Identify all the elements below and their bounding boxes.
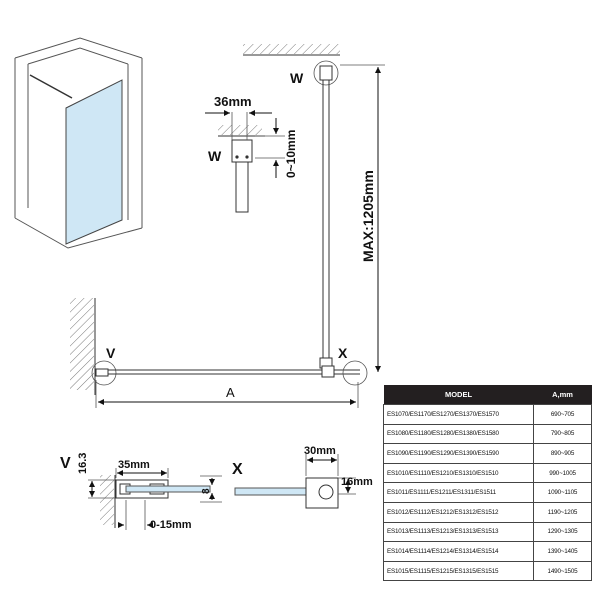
- room-floor-front: [14, 217, 143, 249]
- v-wall-hatch: [100, 475, 114, 525]
- a-value-cell: 1090~1105: [533, 482, 592, 503]
- dim-16-3: 16.3: [77, 453, 89, 474]
- dim-35mm: 35mm: [118, 459, 150, 471]
- a-value-cell: 990~1005: [533, 462, 592, 484]
- header-model: MODEL: [383, 385, 534, 405]
- support-arm-iso: [29, 74, 73, 99]
- v-glass: [125, 485, 211, 493]
- left-wall-hatch: [70, 298, 94, 390]
- ceiling-detail: W: [243, 44, 340, 86]
- model-cell: ES1011/ES1111/ES1211/ES1311/ES1511: [383, 482, 534, 503]
- a-dimension: A: [95, 380, 359, 408]
- w-detail-bracket: [231, 139, 253, 163]
- glass-plan: X: [95, 345, 368, 386]
- w-detail-bar: [235, 161, 249, 213]
- w-label-detail: W: [208, 148, 222, 164]
- x-callout-circle: [342, 360, 368, 386]
- x-label-bottom: X: [232, 461, 243, 478]
- ceiling-hatch: [243, 44, 340, 54]
- a-label: A: [226, 385, 235, 400]
- room-sketch: [14, 37, 143, 249]
- v-label-bottom: V: [60, 455, 71, 472]
- glass-clamp: [321, 365, 335, 378]
- x-label-mid: X: [338, 345, 348, 361]
- dim-16mm: 16mm: [341, 476, 373, 488]
- a-value-cell: 890~905: [533, 443, 592, 464]
- model-size-table: MODEL A,mm ES1070/ES1170/ES1270/ES1370/E…: [383, 385, 592, 582]
- model-cell: ES1090/ES1190/ES1290/ES1390/ES1590: [383, 443, 534, 464]
- room-inner-top: [27, 47, 129, 65]
- room-ceiling-back: [14, 37, 143, 59]
- w-detail: 36mm 0~10mm W: [205, 94, 298, 213]
- a-value-cell: 1190~1205: [533, 501, 592, 523]
- x-detail: X 30mm 16mm: [232, 445, 373, 509]
- wall-profile: [95, 368, 109, 377]
- left-wall: V: [70, 298, 117, 395]
- w-callout-circle: [313, 60, 339, 86]
- dim-30mm: 30mm: [304, 445, 336, 457]
- model-cell: ES1080/ES1180/ES1280/ES1380/ES1580: [383, 423, 534, 445]
- dim-0-10mm: 0~10mm: [284, 130, 298, 178]
- v-label-mid: V: [106, 345, 116, 361]
- model-cell: ES1014/ES1114/ES1214/ES1314/ES1514: [383, 541, 534, 562]
- a-value-cell: 790~805: [533, 423, 592, 445]
- max-height-dimension: MAX:1205mm: [340, 64, 385, 372]
- a-value-cell: 1390~1405: [533, 541, 592, 562]
- x-clamp-bar: [318, 484, 334, 500]
- dim-8: 8: [201, 488, 212, 494]
- model-cell: ES1013/ES1113/ES1213/ES1313/ES1513: [383, 521, 534, 543]
- header-a-mm: A,mm: [533, 385, 592, 405]
- glass-panel-iso: [65, 79, 123, 245]
- a-value-cell: 1290~1305: [533, 521, 592, 543]
- a-value-cell: 1490~1505: [533, 560, 592, 582]
- max-height-label: MAX:1205mm: [360, 170, 376, 262]
- model-cell: ES1012/ES1112/ES1212/ES1312/ES1512: [383, 501, 534, 523]
- model-cell: ES1070/ES1170/ES1270/ES1370/ES1570: [383, 404, 534, 425]
- w-detail-hatch: [218, 125, 262, 135]
- table-header-row: MODEL A,mm: [383, 385, 592, 405]
- a-value-cell: 690~705: [533, 404, 592, 425]
- model-cell: ES1015/ES1115/ES1215/ES1315/ES1515: [383, 560, 534, 582]
- dim-0-15mm: 0-15mm: [150, 519, 192, 531]
- v-callout-circle: [91, 360, 117, 386]
- dim-36mm: 36mm: [214, 94, 252, 109]
- model-cell: ES1010/ES1110/ES1210/ES1310/ES1510: [383, 462, 534, 484]
- v-detail: V 16.3 35mm 8 0-15mm: [60, 453, 222, 531]
- support-bar: [319, 80, 333, 369]
- w-label-top: W: [290, 70, 304, 86]
- ceiling-bracket: [319, 65, 333, 81]
